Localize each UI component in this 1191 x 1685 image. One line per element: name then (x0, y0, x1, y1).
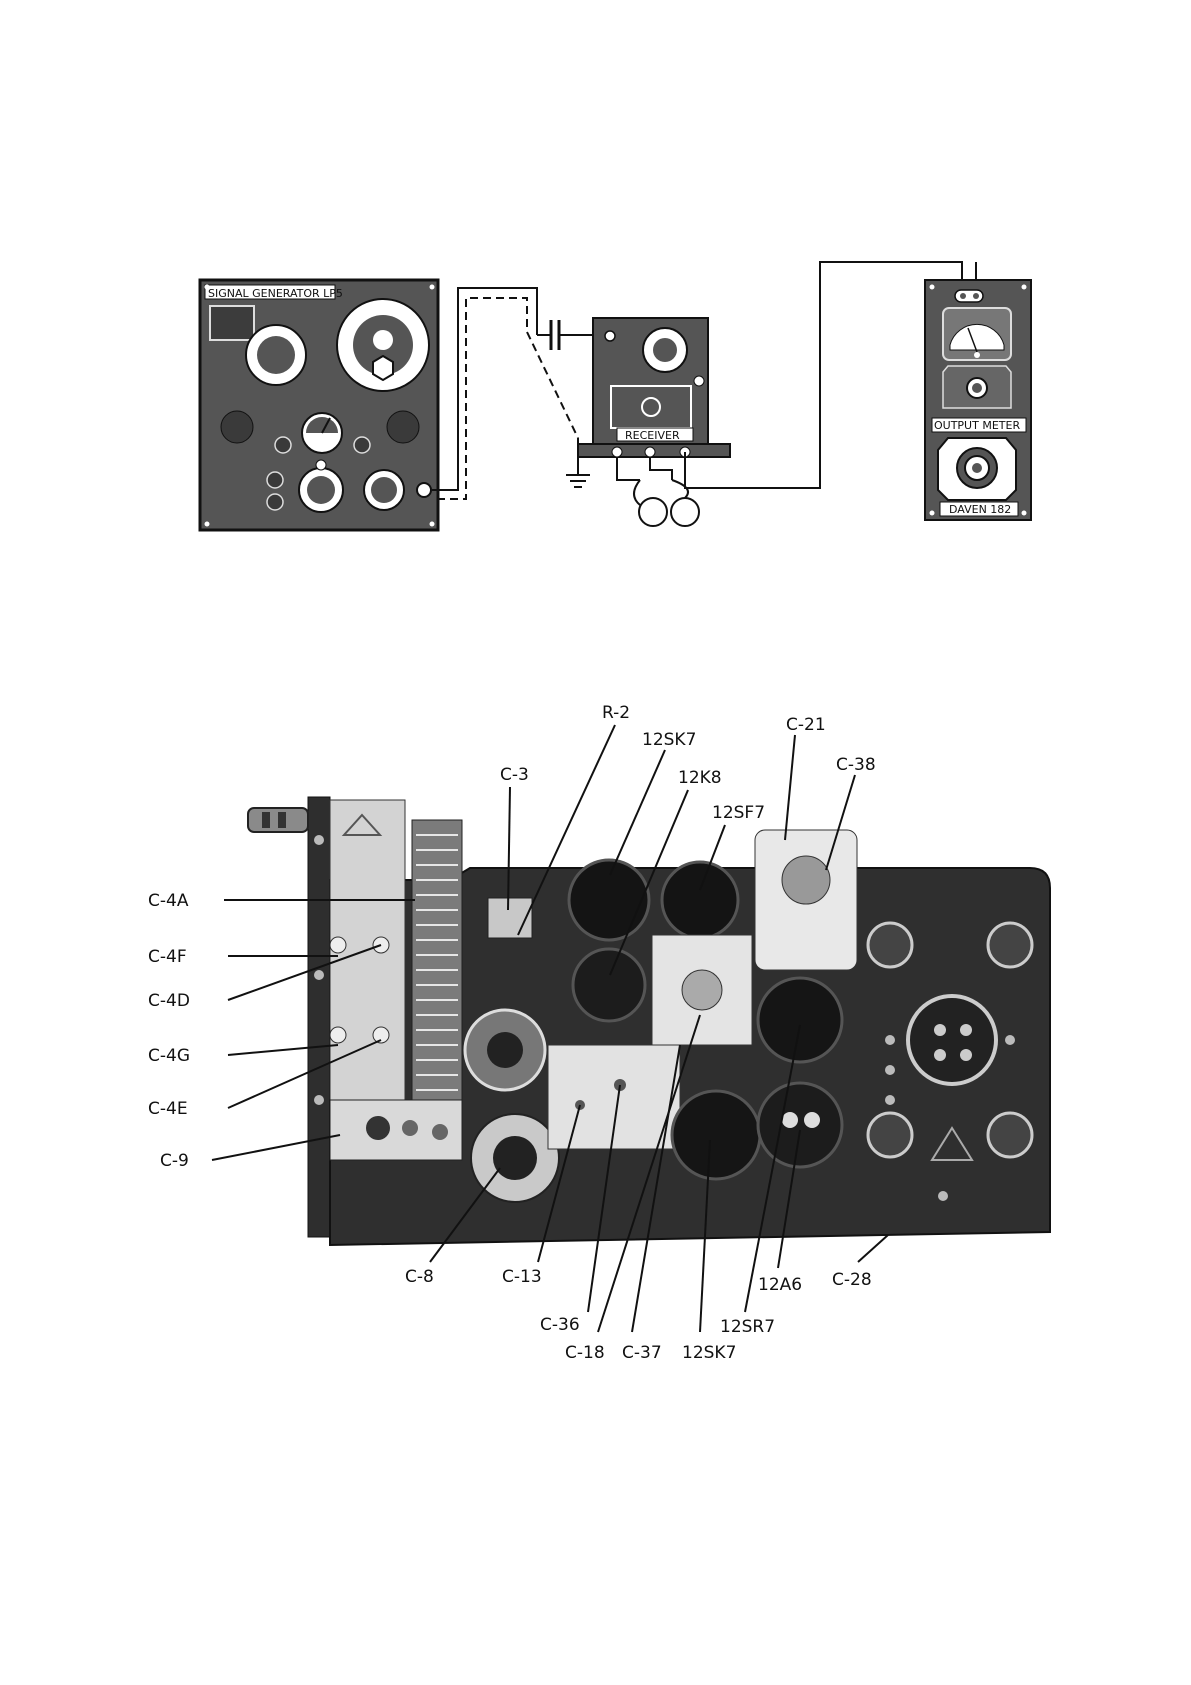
label-c4g: C-4G (148, 1046, 190, 1066)
label-c8: C-8 (405, 1267, 434, 1287)
label-c28: C-28 (832, 1270, 872, 1290)
front-panel-edge (308, 797, 330, 1237)
signal-lead (432, 288, 537, 490)
label-12sr7: 12SR7 (720, 1317, 775, 1337)
output-meter-unit: OUTPUT METER DAVEN 182 (925, 280, 1031, 520)
label-c9: C-9 (160, 1151, 189, 1171)
tube-12sf7 (662, 862, 738, 938)
daven-label: DAVEN 182 (949, 503, 1011, 516)
tuning-capacitor-frame (330, 800, 405, 1145)
label-c13: C-13 (502, 1267, 542, 1287)
gen-window (210, 306, 254, 340)
label-c38: C-38 (836, 755, 876, 775)
label-c4e: C-4E (148, 1099, 188, 1119)
chassis-photo (248, 797, 1050, 1245)
tube-12sk7-top (569, 860, 649, 940)
signal-generator-panel: SIGNAL GENERATOR LP5 (200, 280, 438, 530)
label-c37: C-37 (622, 1343, 662, 1363)
tube-12a6 (758, 1083, 842, 1167)
label-c3: C-3 (500, 765, 529, 785)
signal-generator-label: SIGNAL GENERATOR LP5 (208, 287, 343, 300)
label-r2: R-2 (602, 703, 630, 723)
label-c18: C-18 (565, 1343, 605, 1363)
gen-hex-knob (373, 356, 393, 380)
gen-output-jack (417, 483, 431, 497)
label-12sf7: 12SF7 (712, 803, 765, 823)
output-meter-label: OUTPUT METER (934, 419, 1020, 432)
label-c36: C-36 (540, 1315, 580, 1335)
label-c4a: C-4A (148, 891, 189, 911)
tube-12k8 (573, 949, 645, 1021)
label-12k8: 12K8 (678, 768, 722, 788)
test-setup-diagram: SIGNAL GENERATOR LP5 (200, 262, 1031, 530)
headphones (617, 457, 699, 526)
receiver-unit: RECEIVER (578, 318, 730, 457)
receiver-label: RECEIVER (625, 429, 680, 442)
label-c4f: C-4F (148, 947, 187, 967)
power-connector (908, 996, 996, 1084)
label-12sk7-top: 12SK7 (642, 730, 696, 750)
label-12a6: 12A6 (758, 1275, 802, 1295)
tube-12sr7 (758, 978, 842, 1062)
receiver-antenna-post (605, 331, 615, 341)
label-c4d: C-4D (148, 991, 190, 1011)
label-c21: C-21 (786, 715, 826, 735)
label-12sk7-bottom: 12SK7 (682, 1343, 736, 1363)
tube-12sk7-bottom (672, 1091, 760, 1179)
